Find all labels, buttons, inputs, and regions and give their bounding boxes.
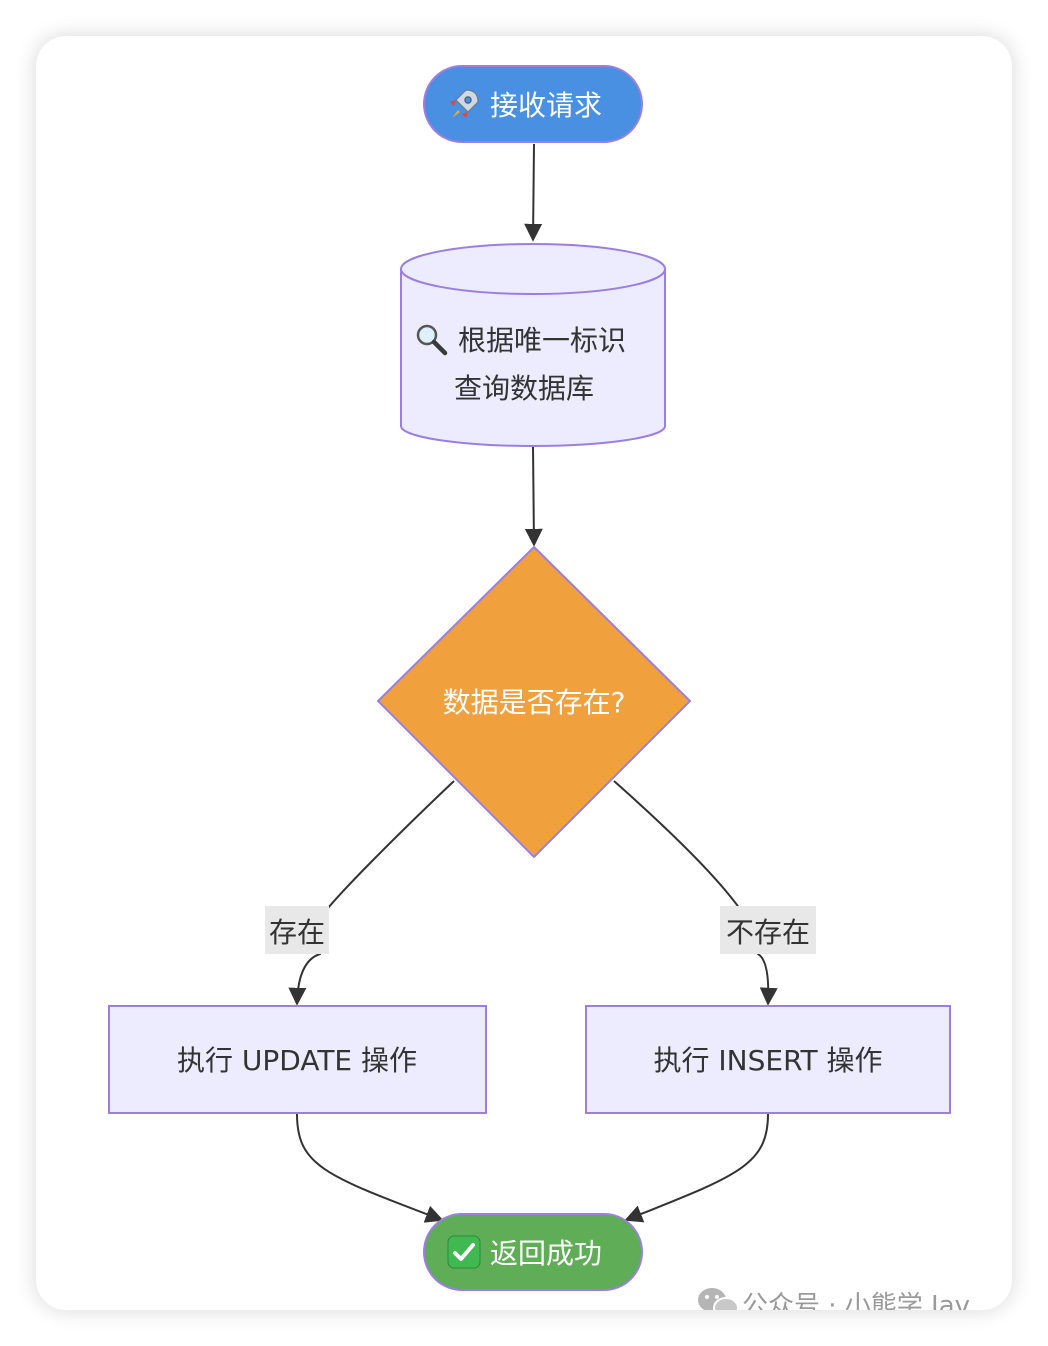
diagram-card: 接收请求 根据唯一标识 查询数据库 数据是否存在? 存在 不存在 — [36, 36, 1012, 1310]
edge-decision-to-insert — [613, 780, 778, 1006]
check-icon — [447, 1235, 481, 1269]
watermark-text: 公众号 · 小熊学 Jav — [742, 1291, 970, 1310]
wechat-icon — [698, 1288, 739, 1310]
query-label-line2: 查询数据库 — [454, 372, 594, 405]
end-label: 返回成功 — [490, 1237, 602, 1270]
node-query-database: 根据唯一标识 查询数据库 — [400, 243, 666, 447]
start-label: 接收请求 — [490, 89, 602, 122]
rocket-icon — [450, 89, 479, 118]
node-decision: 数据是否存在? — [376, 545, 692, 859]
update-label: 执行 UPDATE 操作 — [177, 1044, 417, 1077]
watermark: 公众号 · 小熊学 Jav — [698, 1288, 970, 1310]
edge-label-exists: 存在 — [265, 906, 329, 954]
edge-decision-to-update — [288, 780, 455, 1006]
flowchart: 接收请求 根据唯一标识 查询数据库 数据是否存在? 存在 不存在 — [108, 65, 970, 1310]
edge-label-not-exists: 不存在 — [720, 906, 816, 954]
edge-start-to-query — [524, 143, 543, 242]
node-update: 执行 UPDATE 操作 — [108, 1005, 487, 1114]
edge-insert-to-end — [624, 1113, 769, 1223]
decision-label: 数据是否存在? — [443, 686, 626, 719]
not-exists-label: 不存在 — [726, 916, 810, 949]
magnifier-icon — [416, 324, 448, 356]
node-end: 返回成功 — [423, 1213, 643, 1291]
exists-label: 存在 — [269, 916, 325, 949]
node-insert: 执行 INSERT 操作 — [585, 1005, 951, 1114]
insert-label: 执行 INSERT 操作 — [654, 1044, 883, 1077]
edge-query-to-decision — [524, 445, 543, 547]
query-label-line1: 根据唯一标识 — [458, 324, 626, 357]
node-start: 接收请求 — [423, 65, 643, 143]
edge-update-to-end — [296, 1113, 444, 1223]
